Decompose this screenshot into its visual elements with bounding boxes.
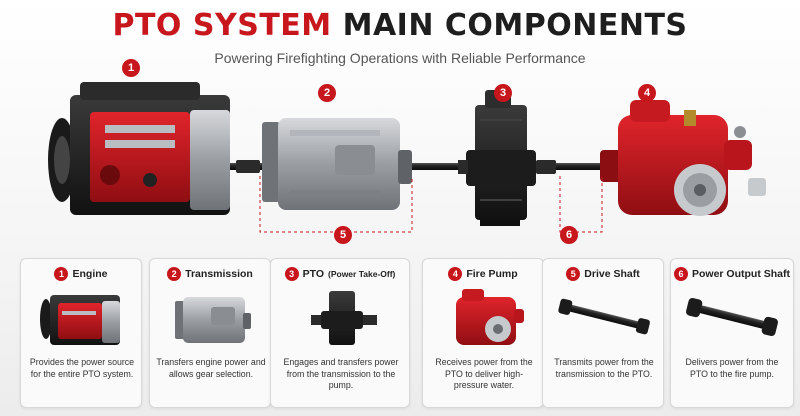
page-subtitle: Powering Firefighting Operations with Re… [214, 50, 586, 66]
output-shaft-callout-line [559, 176, 603, 233]
card-output-shaft-header: 6 Power Output Shaft [671, 267, 793, 281]
page-title: PTO SYSTEM MAIN COMPONENTS [0, 8, 800, 43]
transmission-illustration [262, 118, 412, 210]
card-number: 1 [54, 267, 69, 281]
engine-illustration [48, 82, 230, 215]
transmission-icon [175, 297, 251, 343]
card-pto-header: 3 PTO (Power Take-Off) [271, 267, 409, 281]
title-rest: MAIN COMPONENTS [331, 8, 688, 43]
title-accent: PTO SYSTEM [112, 8, 332, 43]
fire-pump-illustration [600, 100, 766, 216]
drive-shaft-icon [558, 298, 650, 335]
card-number: 6 [674, 267, 688, 281]
card-description: Transmits power from the transmission to… [554, 357, 654, 379]
card-number: 4 [448, 267, 463, 281]
pto-system-illustration [48, 82, 766, 233]
card-title: Fire Pump [466, 268, 518, 280]
card-description: Transfers engine power and allows gear s… [156, 357, 266, 379]
card-drive-shaft-header: 5 Drive Shaft [543, 267, 663, 281]
card-transmission: 2 Transmission Transfers engine power an… [149, 258, 271, 408]
card-transmission-header: 2 Transmission [150, 267, 270, 281]
card-number: 3 [284, 267, 299, 281]
engine-icon [40, 295, 120, 345]
card-engine: 1 Engine Provides the power source for t… [20, 258, 142, 408]
card-engine-header: 1 Engine [21, 267, 141, 281]
card-title: Transmission [185, 268, 253, 280]
pto-illustration [466, 90, 536, 226]
fire-pump-icon [456, 289, 524, 345]
main-drive-line [230, 163, 630, 170]
callout-engine: 1 [122, 59, 140, 77]
pto-icon [311, 291, 377, 345]
card-fire-pump: 4 Fire Pump Receives power from the PTO … [422, 258, 544, 408]
callout-drive-shaft: 5 [334, 226, 352, 244]
card-title: Drive Shaft [584, 268, 640, 280]
card-title: Engine [72, 268, 108, 280]
card-title: PTO [302, 268, 324, 280]
card-number: 5 [566, 267, 581, 281]
callout-transmission: 2 [318, 84, 336, 102]
card-pto: 3 PTO (Power Take-Off) Engages and trans… [270, 258, 410, 408]
card-output-shaft: 6 Power Output Shaft Delivers power from… [670, 258, 794, 408]
card-title-extra: (Power Take-Off) [328, 269, 396, 279]
card-description: Provides the power source for the entire… [29, 357, 135, 379]
card-drive-shaft: 5 Drive Shaft Transmits power from the t… [542, 258, 664, 408]
output-shaft-icon [686, 297, 778, 337]
card-fire-pump-header: 4 Fire Pump [423, 267, 543, 281]
callout-output-shaft: 6 [560, 226, 578, 244]
callout-pto: 3 [494, 84, 512, 102]
card-description: Delivers power from the PTO to the fire … [685, 357, 779, 379]
card-number: 2 [167, 267, 182, 281]
card-title: Power Output Shaft [692, 268, 790, 280]
card-description: Receives power from the PTO to deliver h… [435, 357, 533, 390]
callout-fire-pump: 4 [638, 84, 656, 102]
card-description: Engages and transfers power from the tra… [283, 357, 399, 390]
